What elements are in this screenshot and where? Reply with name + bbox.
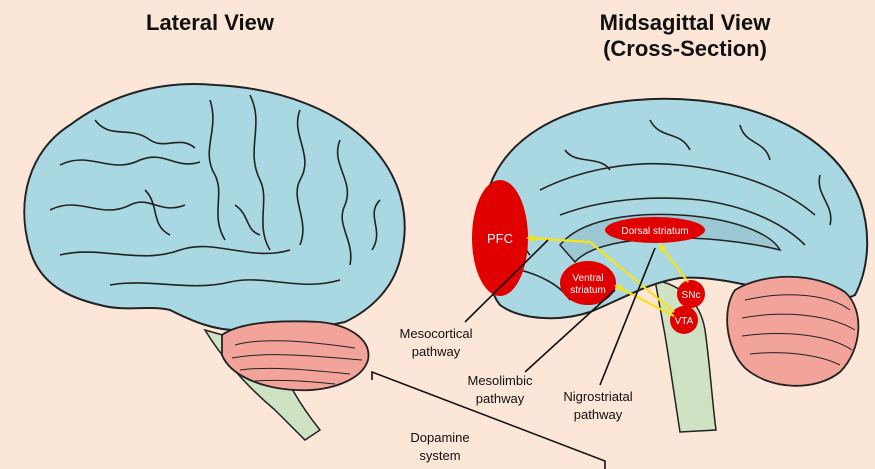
lateral-cerebrum — [24, 84, 404, 330]
ventral-striatum-label-1: Ventral — [572, 273, 603, 284]
mesocortical-label-2: pathway — [412, 344, 461, 359]
vta-label: VTA — [675, 316, 694, 327]
lateral-brain — [24, 84, 404, 440]
dopamine-system-label-2: system — [419, 448, 460, 463]
dorsal-striatum-label: Dorsal striatum — [621, 226, 688, 237]
mesolimbic-label-1: Mesolimbic — [467, 373, 533, 388]
mesolimbic-label-2: pathway — [476, 391, 525, 406]
mesocortical-label-1: Mesocortical — [400, 326, 473, 341]
dopamine-system-label-1: Dopamine — [410, 430, 469, 445]
pfc-label: PFC — [487, 231, 513, 246]
nigrostriatal-label-2: pathway — [574, 407, 623, 422]
nigrostriatal-label-1: Nigrostriatal — [563, 389, 632, 404]
midsagittal-cerebellum — [727, 277, 858, 386]
ventral-striatum-label-2: striatum — [570, 285, 606, 296]
snc-label: SNc — [682, 290, 701, 301]
